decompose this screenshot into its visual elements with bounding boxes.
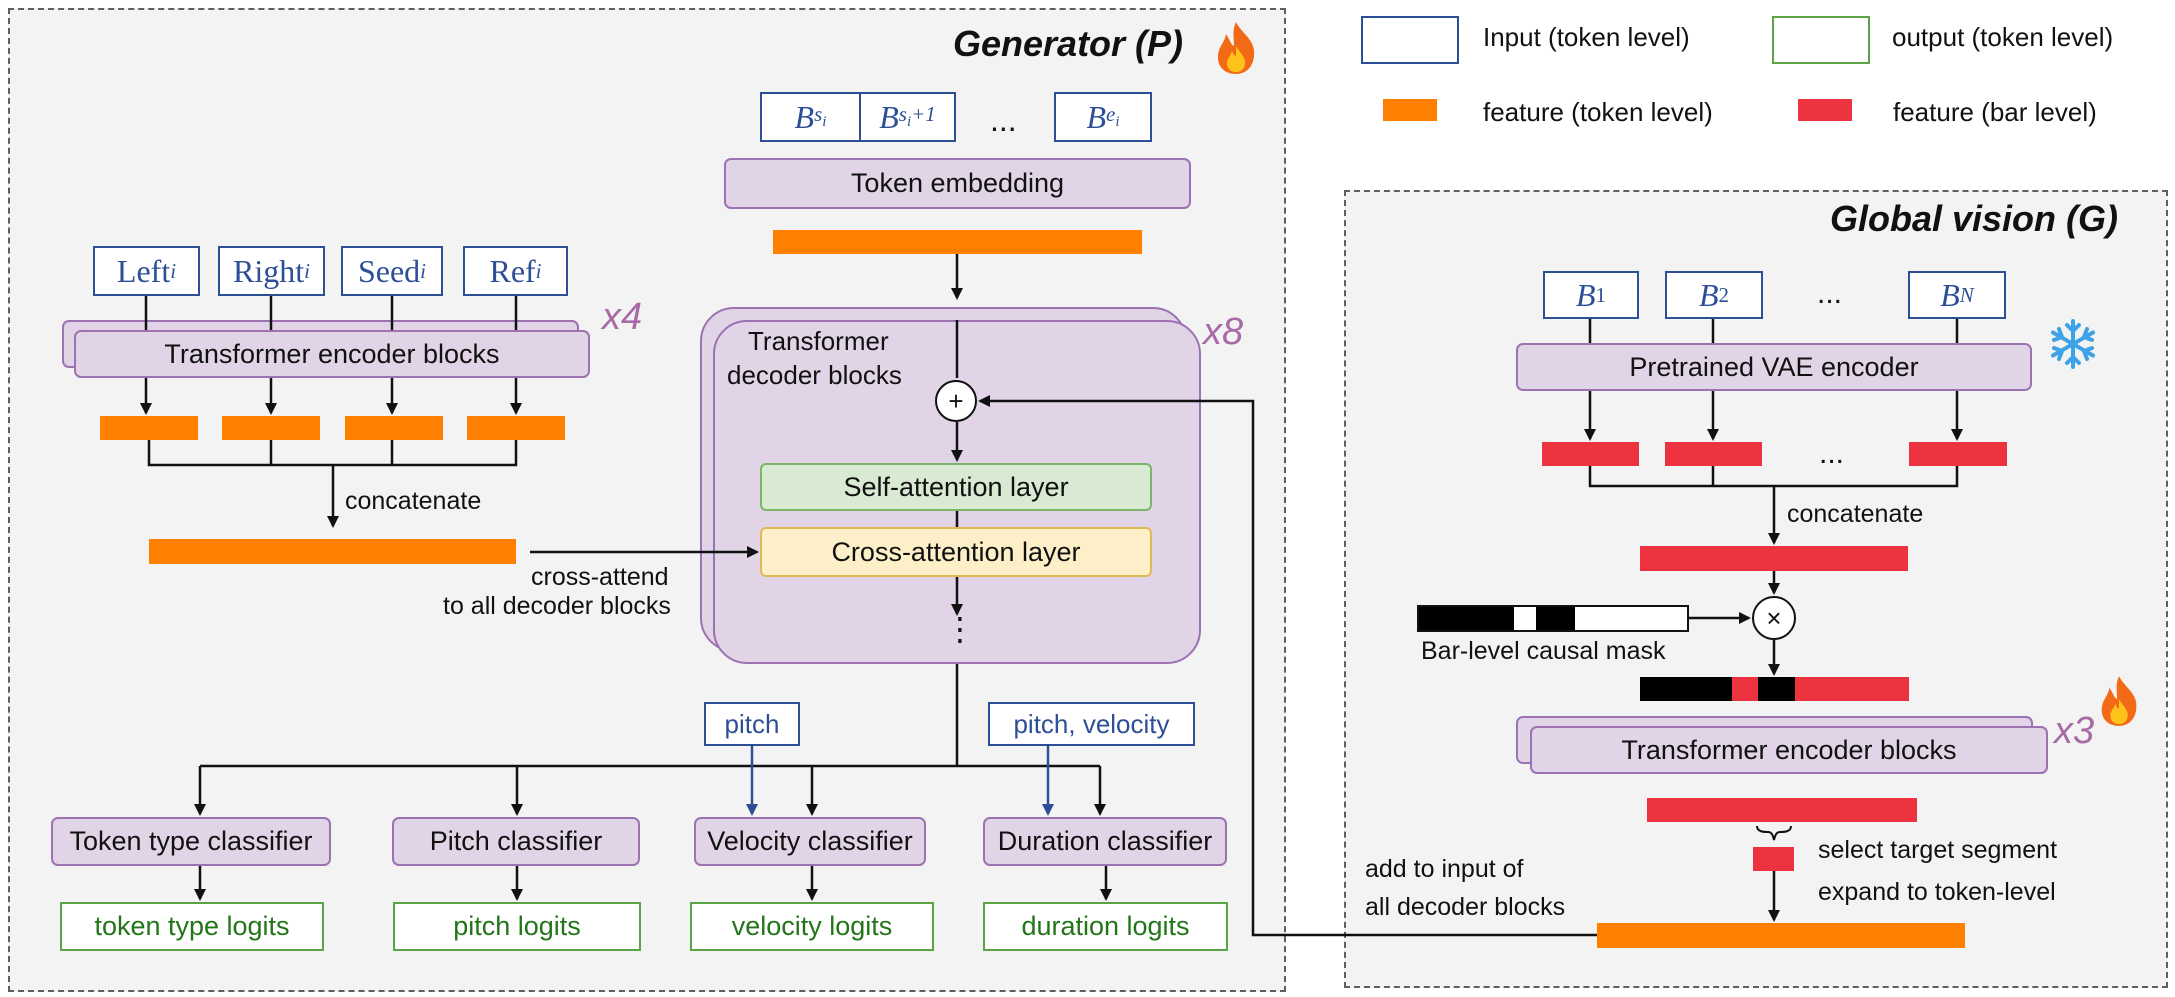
- fire-icon: [2096, 673, 2142, 729]
- concatenated-bar-feature: [1640, 546, 1908, 571]
- global-concatenate-label: concatenate: [1787, 500, 1924, 528]
- cross-attend-label: to all decoder blocks: [443, 592, 671, 620]
- legend-feature-bar-label: feature (bar level): [1893, 97, 2097, 127]
- context-encoder-blocks: Transformer encoder blocks: [74, 330, 590, 378]
- decoder-label: Transformer decoder blocks: [727, 326, 902, 390]
- pitch-logits: pitch logits: [393, 902, 641, 951]
- mask-black-segment: [1419, 607, 1514, 630]
- add-operator: +: [935, 380, 977, 422]
- legend-feature-token-label: feature (token level): [1483, 97, 1713, 127]
- fire-icon: [1212, 20, 1260, 76]
- decoder-vdots: ⋮: [944, 611, 976, 647]
- velocity-classifier: Velocity classifier: [694, 817, 926, 866]
- context-feature: [345, 416, 443, 440]
- add-to-label: add to input of: [1365, 855, 1524, 883]
- legend-input-label: Input (token level): [1483, 22, 1690, 52]
- select-label: select target segment: [1818, 836, 2058, 864]
- masked-segment: [1640, 677, 1732, 701]
- expand-label: expand to token-level: [1818, 878, 2056, 906]
- pitch-condition: pitch: [704, 702, 800, 746]
- token-level-global-feature: [1597, 923, 1965, 948]
- pitch-velocity-condition: pitch, velocity: [988, 702, 1195, 746]
- mask-black-segment: [1536, 607, 1575, 630]
- generator-title: Generator (P): [953, 23, 1184, 64]
- bar-token-ellipsis: ...: [990, 102, 1017, 138]
- global-vision-title: Global vision (G): [1830, 198, 2119, 239]
- concatenated-context-feature: [149, 539, 516, 564]
- token-embedding: Token embedding: [724, 158, 1191, 209]
- global-encoder-repeat-x3: x3: [2054, 710, 2095, 752]
- legend-input-swatch: [1361, 16, 1459, 64]
- legend-output-label: output (token level): [1892, 22, 2114, 52]
- masked-segment: [1758, 677, 1795, 701]
- token-type-logits: token type logits: [60, 902, 324, 951]
- cross-attention-layer: Cross-attention layer: [760, 527, 1152, 577]
- mask-label: Bar-level causal mask: [1421, 637, 1666, 665]
- legend-output-swatch: [1772, 16, 1870, 64]
- legend-feature-token-swatch: [1383, 99, 1437, 121]
- duration-classifier: Duration classifier: [983, 817, 1227, 866]
- legend-feature-bar-swatch: [1798, 99, 1852, 121]
- encoder-repeat-x4: x4: [602, 296, 643, 338]
- snowflake-icon: [2046, 317, 2100, 371]
- bar-feature-ellipsis: ...: [1819, 437, 1845, 470]
- velocity-logits: velocity logits: [690, 902, 934, 951]
- add-to-label: all decoder blocks: [1365, 893, 1566, 921]
- global-transformer-encoder-blocks: Transformer encoder blocks: [1530, 726, 2048, 774]
- pitch-classifier: Pitch classifier: [392, 817, 640, 866]
- token-embedding-feature: [773, 230, 1142, 254]
- token-type-classifier: Token type classifier: [51, 817, 331, 866]
- selected-segment-feature: [1753, 847, 1794, 871]
- context-feature: [222, 416, 320, 440]
- bar-feature: [1542, 442, 1639, 466]
- context-feature: [100, 416, 198, 440]
- self-attention-layer: Self-attention layer: [760, 463, 1152, 511]
- bar-feature: [1909, 442, 2007, 466]
- bar-level-causal-mask: [1417, 605, 1689, 632]
- concatenate-label: concatenate: [345, 487, 482, 515]
- context-feature: [467, 416, 565, 440]
- global-encoded-feature: [1647, 798, 1917, 822]
- cross-attend-label: cross-attend: [531, 563, 669, 591]
- pretrained-vae-encoder: Pretrained VAE encoder: [1516, 343, 2032, 391]
- global-bar-ellipsis: ...: [1817, 277, 1843, 310]
- decoder-repeat-x8: x8: [1203, 311, 1244, 353]
- multiply-operator: ×: [1752, 596, 1796, 640]
- masked-bar-feature: [1640, 677, 1909, 701]
- duration-logits: duration logits: [983, 902, 1228, 951]
- bar-feature: [1665, 442, 1762, 466]
